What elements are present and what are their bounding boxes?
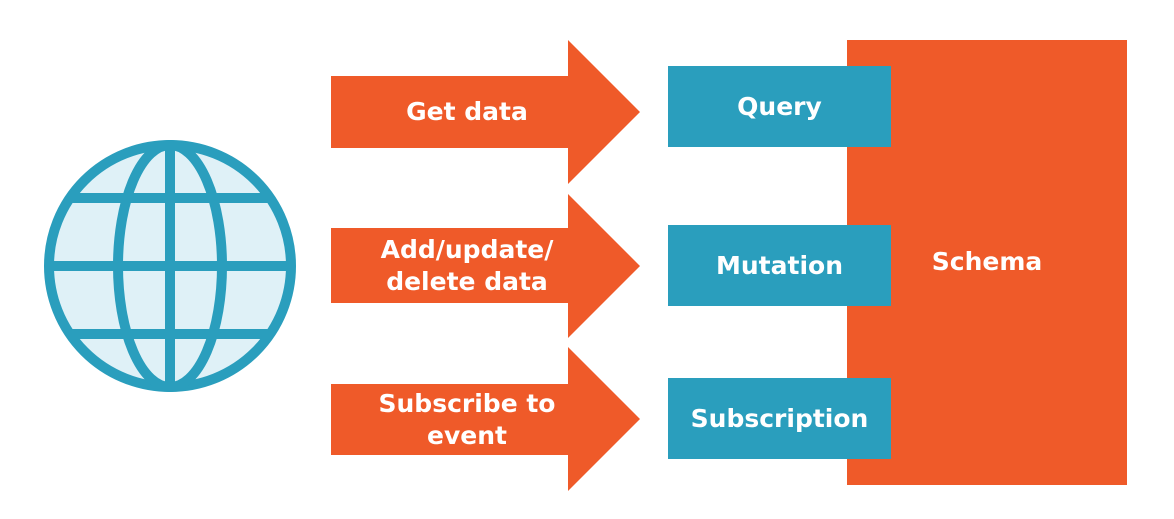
query-box	[668, 66, 891, 147]
arrow-get-data	[331, 40, 640, 184]
schema-block	[847, 40, 1127, 485]
subscription-box	[668, 378, 891, 459]
subscription-label: Subscription	[690, 403, 869, 433]
mutation-box	[668, 225, 891, 306]
arrow-subscribe	[331, 347, 640, 491]
arrow-label-get-data: Get data	[406, 97, 528, 126]
query-label: Query	[737, 91, 822, 121]
schema-label: Schema	[931, 247, 1043, 276]
arrow-label-subscribe: Subscribe to event	[378, 388, 556, 450]
mutation-label: Mutation	[716, 250, 843, 280]
arrow-add-update-delete	[331, 194, 640, 338]
globe-icon	[44, 140, 296, 392]
arrow-label-add-update-delete: Add/update/ delete data	[380, 234, 554, 296]
